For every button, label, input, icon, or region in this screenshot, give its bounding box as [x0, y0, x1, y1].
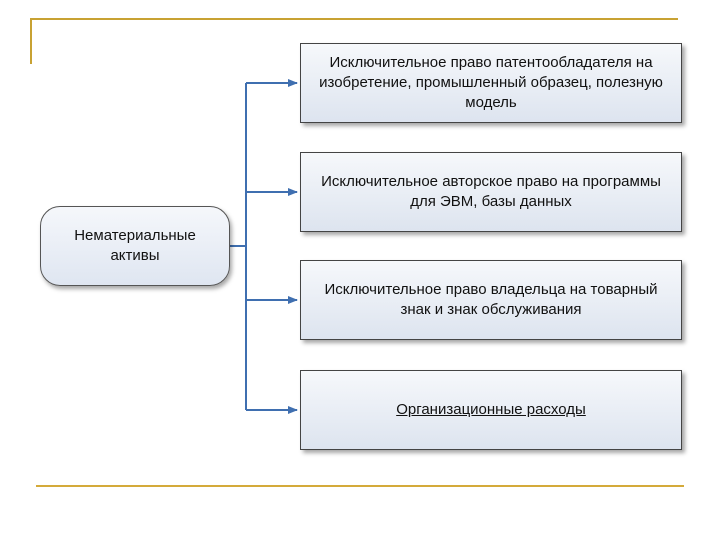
target-node-trademark: Исключительное право владельца на товарн… [300, 260, 682, 340]
decorative-bottom-rule [36, 485, 684, 487]
source-node-intangible-assets: Нематериальные активы [40, 206, 230, 286]
decorative-top-rule [30, 18, 678, 20]
target-node-label: Исключительное право владельца на товарн… [324, 281, 658, 318]
target-node-patent-right: Исключительное право патентообладателя н… [300, 43, 682, 123]
target-node-copyright: Исключительное авторское право на програ… [300, 152, 682, 232]
target-node-label: Исключительное авторское право на програ… [321, 173, 661, 210]
target-node-organizational-expenses[interactable]: Организационные расходы [300, 370, 682, 450]
target-node-label: Исключительное право патентообладателя н… [319, 54, 663, 111]
decorative-left-rule [30, 18, 32, 64]
source-node-label: Нематериальные активы [74, 227, 196, 264]
organizational-expenses-link[interactable]: Организационные расходы [396, 401, 586, 418]
